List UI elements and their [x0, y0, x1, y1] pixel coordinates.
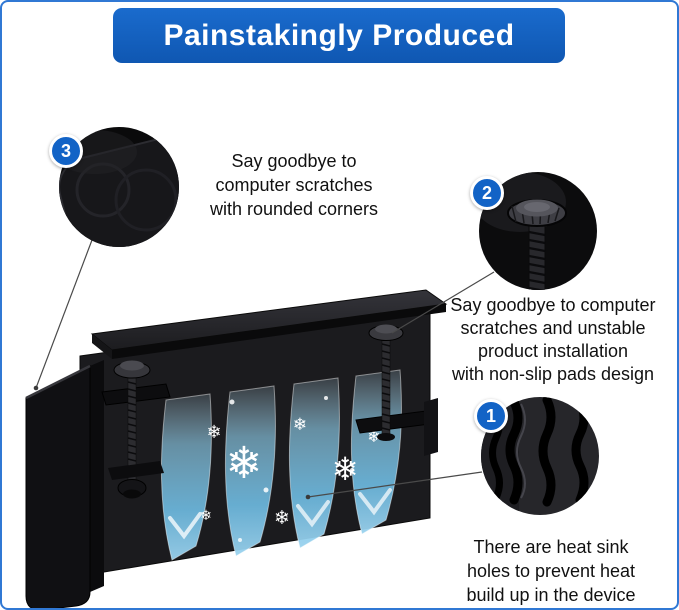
screw-threads-detail	[528, 230, 546, 290]
callout-badge-3: 3	[49, 134, 83, 168]
airflow-arrow	[168, 512, 202, 540]
badge-number: 2	[481, 182, 492, 203]
right-clamp	[355, 324, 438, 456]
knob-pad-detail	[524, 202, 550, 212]
sparkle-dot	[324, 396, 328, 400]
callout-text-line: computer scratches	[215, 175, 373, 195]
callout-text-line: product installation	[477, 341, 629, 361]
shelf-front-edge	[112, 304, 446, 359]
callout-line-1-dot	[305, 494, 311, 500]
callout-text-line: build up in the device	[466, 585, 636, 605]
clamp-screw-threads	[381, 343, 391, 431]
callout-text-rounded-corners: Say goodbye to computer scratches with r…	[194, 149, 394, 221]
callout-line-3	[35, 239, 93, 389]
sparkle-dot	[263, 487, 269, 493]
page-title: Painstakingly Produced	[163, 18, 515, 52]
heat-sink-slot	[505, 397, 523, 505]
clamp-foot	[377, 433, 395, 441]
airflow-arrow	[296, 500, 330, 528]
callout-text-line: Say goodbye to	[231, 151, 357, 171]
pocket-opening-highlight	[25, 364, 91, 400]
callout-text-non-slip-pads: Say goodbye to computer scratches and un…	[434, 294, 672, 386]
callout-text-line: scratches and unstable	[460, 318, 646, 338]
callout-line-1	[307, 471, 483, 498]
clamp-knob-dome	[375, 324, 397, 334]
callout-text-line: There are heat sink	[473, 537, 629, 557]
pocket-side	[90, 360, 104, 592]
header-banner: Painstakingly Produced	[113, 8, 565, 63]
callout-text-line: holes to prevent heat	[466, 561, 636, 581]
callout-text-line: with non-slip pads design	[451, 364, 655, 384]
badge-number: 3	[60, 140, 71, 161]
sparkle-dot	[229, 399, 235, 405]
badge-number: 1	[485, 405, 496, 426]
snowflake-icon: ❄	[206, 422, 221, 443]
clamp-lower-plate	[108, 461, 164, 480]
rounded-corner-curve	[114, 168, 178, 232]
callout-text-heat-sink: There are heat sink holes to prevent hea…	[444, 535, 658, 607]
clamp-knob-dome	[120, 360, 144, 371]
sparkle-dot	[238, 538, 242, 542]
heat-sink-slot	[571, 397, 589, 505]
snowflake-icon: ❄	[200, 508, 212, 524]
callout-text-line: Say goodbye to computer	[450, 295, 656, 315]
callout-badge-1: 1	[474, 399, 508, 433]
callout-badge-2: 2	[470, 176, 504, 210]
slot-highlight	[516, 403, 526, 499]
sparkle-dot	[350, 468, 354, 472]
left-clamp	[101, 360, 171, 499]
callout-line-2	[391, 271, 495, 334]
snowflake-icon: ❄	[332, 450, 359, 488]
left-pocket	[25, 365, 91, 610]
shelf-left-cap	[92, 334, 112, 359]
airflow: ❄ ❄ ❄ ❄ ❄ ❄ ❄	[160, 369, 402, 561]
snowflake-icon: ❄	[274, 507, 290, 529]
clamp-side-arm	[424, 398, 438, 456]
airflow-arrow	[358, 488, 392, 516]
callout-lines	[33, 239, 495, 500]
heat-sink-slot	[538, 397, 556, 507]
clamp-bottom-pad	[123, 489, 141, 499]
airflow-ribbon	[224, 385, 276, 557]
callout-text-line: with rounded corners	[209, 199, 379, 219]
snowflake-icon: ❄	[293, 415, 307, 435]
snowflake-icon: ❄	[226, 438, 263, 489]
callout-line-3-dot	[33, 385, 39, 391]
